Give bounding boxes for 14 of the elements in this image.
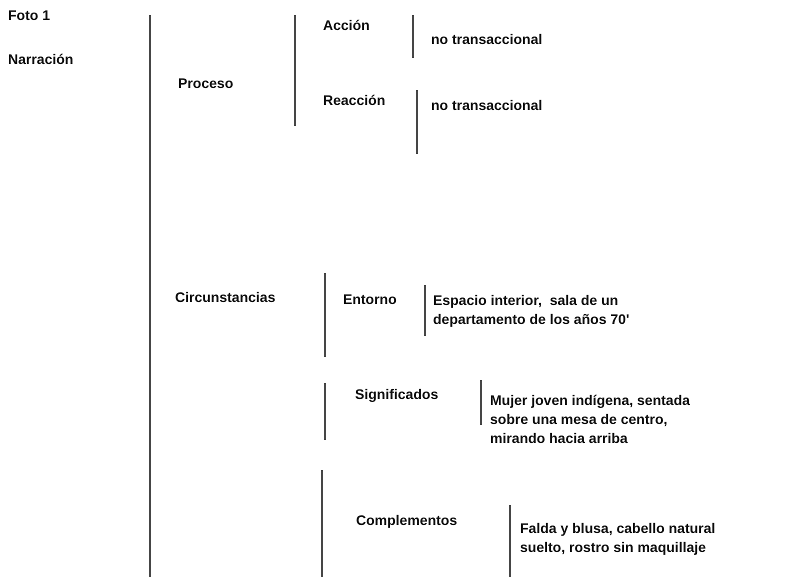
category-label: Acción — [323, 16, 370, 35]
category-label: Foto 1 — [8, 6, 50, 25]
category-label: Narración — [8, 50, 74, 69]
category-label: Complementos — [356, 511, 458, 530]
category-label: Entorno — [343, 290, 397, 309]
category-label: no transaccional — [431, 96, 542, 115]
category-label: Significados — [355, 385, 438, 404]
category-label: no transaccional — [431, 30, 542, 49]
description-text: Falda y blusa, cabello natural suelto, rostro sin maquillaje — [520, 519, 716, 557]
category-label: Proceso — [178, 74, 234, 93]
category-label: Circunstancias — [175, 288, 276, 307]
description-text: Mujer joven indígena, sentada sobre una mesa de centro, mirando hacia arriba — [490, 391, 691, 448]
description-text: Espacio interior, sala de un departamento de los años 70' — [433, 291, 630, 329]
category-label: Reacción — [323, 91, 386, 110]
